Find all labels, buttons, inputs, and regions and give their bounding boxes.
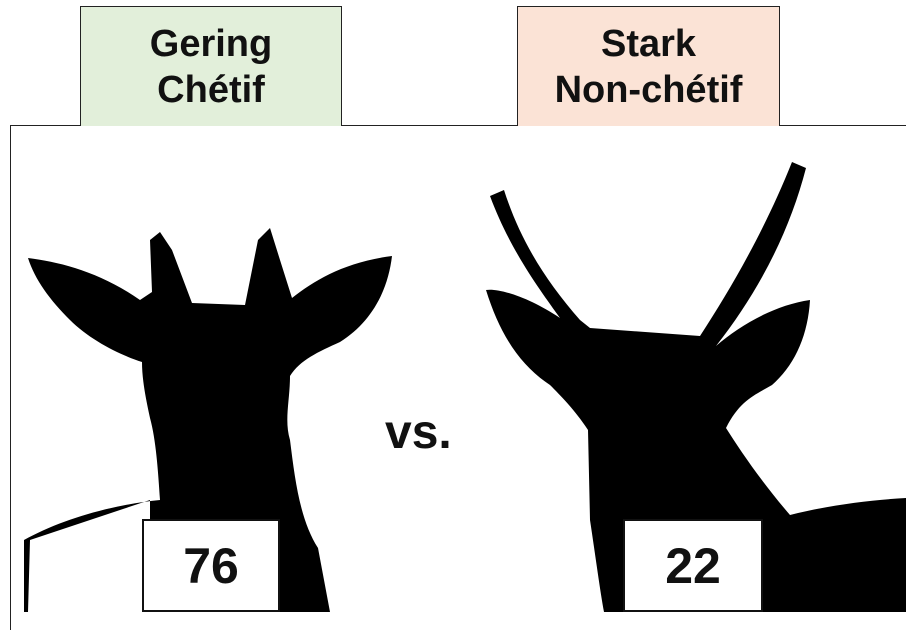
right-category-name: Stark	[600, 22, 697, 65]
left-count-box: 76	[142, 519, 280, 612]
right-head-silhouette	[486, 162, 906, 612]
left-category-label: Chétif	[157, 68, 265, 111]
right-count-box: 22	[623, 519, 763, 612]
left-category-name: Gering	[149, 22, 273, 65]
left-category-tab: Gering Chétif	[80, 6, 342, 126]
left-count-value: 76	[183, 537, 239, 594]
versus-label: vs.	[385, 406, 452, 459]
right-category-label: Non-chétif	[554, 68, 743, 111]
right-count-value: 22	[665, 537, 721, 594]
right-category-tab: Stark Non-chétif	[517, 6, 780, 126]
left-head-silhouette	[24, 228, 392, 612]
image-frame	[10, 125, 906, 630]
